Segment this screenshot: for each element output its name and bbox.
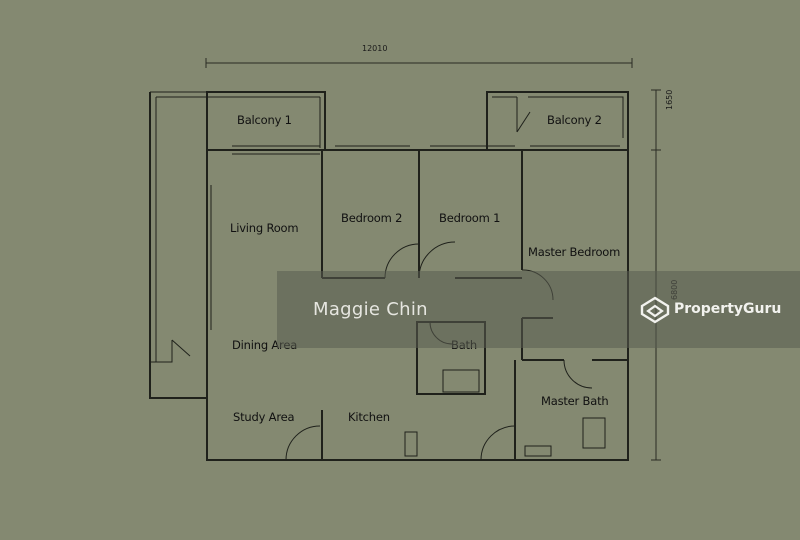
balcony-1-outline	[149, 91, 326, 399]
room-label-balcony-2: Balcony 2	[547, 113, 602, 127]
room-label-living-room: Living Room	[230, 221, 299, 235]
watermark-agent-name: Maggie Chin	[313, 299, 428, 320]
room-label-master-bedroom: Master Bedroom	[528, 245, 621, 259]
room-label-bedroom-2: Bedroom 2	[341, 211, 403, 225]
balcony-2-outline	[486, 91, 629, 150]
room-label-master-bath: Master Bath	[541, 394, 609, 408]
outer-walls	[206, 145, 629, 461]
room-label-bedroom-1: Bedroom 1	[439, 211, 501, 225]
room-label-balcony-1: Balcony 1	[237, 113, 292, 127]
room-label-kitchen: Kitchen	[348, 410, 390, 424]
dimension-top-label: 12010	[362, 44, 388, 53]
watermark-brand: PropertyGuru	[674, 301, 782, 317]
dimension-right-upper-label: 1650	[665, 89, 674, 110]
dimension-top	[205, 58, 633, 68]
room-label-study-area: Study Area	[233, 410, 295, 424]
propertyguru-logo-icon	[640, 296, 670, 324]
watermark-band	[277, 271, 800, 348]
